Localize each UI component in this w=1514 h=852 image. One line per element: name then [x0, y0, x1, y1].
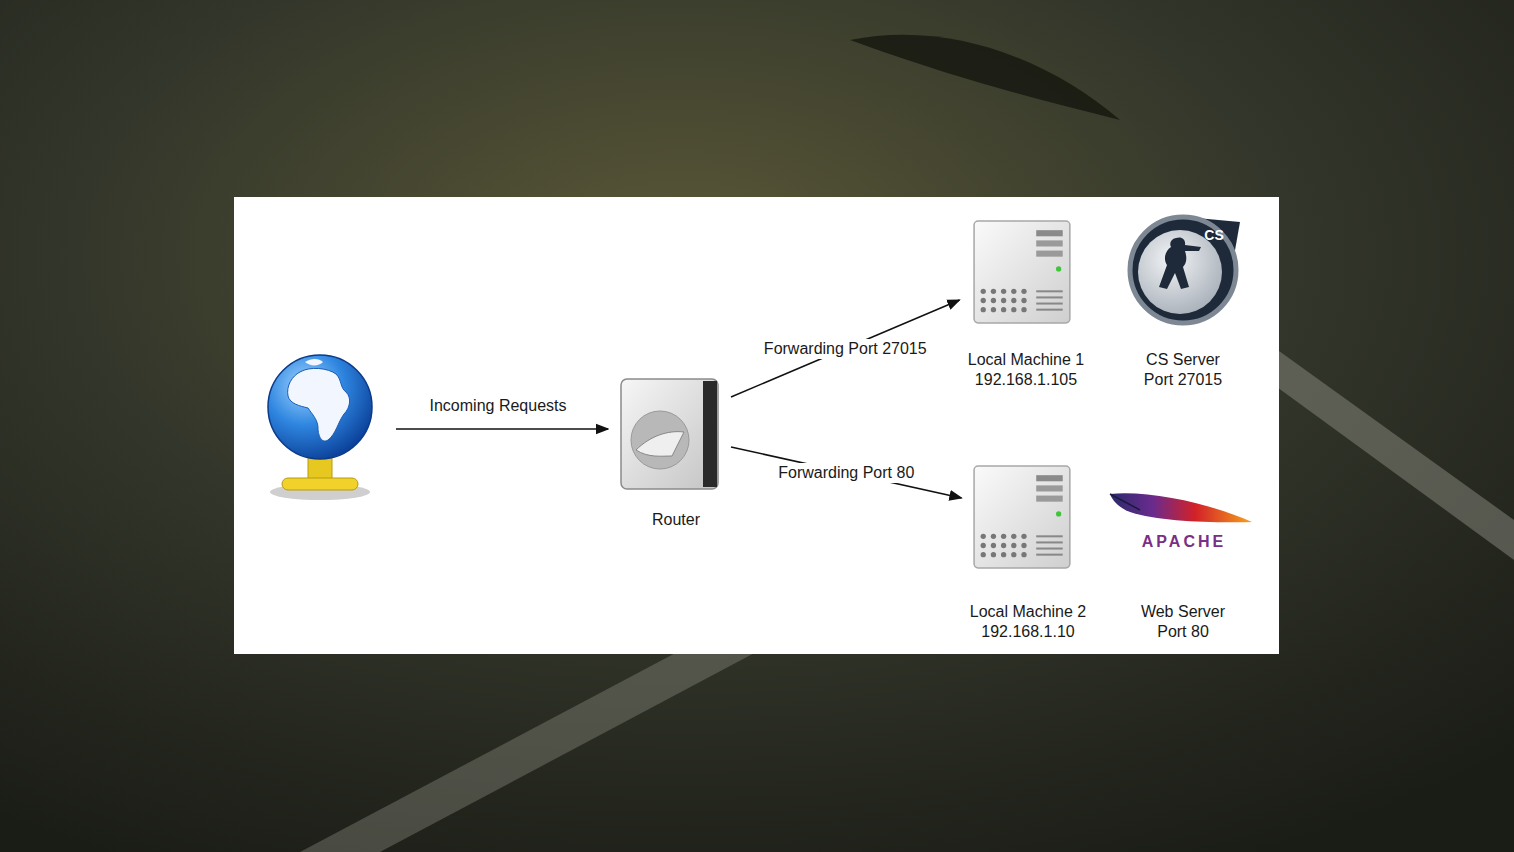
- edge-label: Forwarding Port 27015: [760, 339, 931, 359]
- node-box: Local Machine 2192.168.1.10: [962, 459, 1095, 648]
- node-sublabel: Port 27015: [1123, 370, 1243, 390]
- arrow-label: Incoming Requests: [430, 396, 567, 416]
- globe-icon: [268, 355, 372, 500]
- node-box: Web ServerPort 80: [1123, 459, 1243, 648]
- node-label: Router: [621, 510, 731, 530]
- edge-label: Forwarding Port 80: [774, 463, 918, 483]
- connector-arrow: [731, 300, 960, 397]
- server-icon: [974, 221, 1070, 323]
- node-sublabel: 192.168.1.10: [962, 622, 1095, 642]
- incoming-arrow: [396, 428, 608, 430]
- node-label: Local Machine 2: [962, 602, 1095, 622]
- node-box: Router: [621, 372, 731, 536]
- diagram-panel: [234, 197, 1279, 654]
- router-icon: [621, 379, 718, 489]
- node-label: Local Machine 1: [960, 350, 1093, 370]
- node-sublabel: Port 80: [1123, 622, 1243, 642]
- node-sublabel: 192.168.1.105: [960, 370, 1093, 390]
- logo-text: APACHE: [1142, 532, 1226, 552]
- apache-feather: [1110, 493, 1252, 522]
- connector-arrow: [731, 447, 962, 498]
- logo-text: CS: [1204, 225, 1223, 245]
- node-label: Web Server: [1123, 602, 1243, 622]
- node-box: CS ServerPort 27015: [1123, 214, 1243, 396]
- node-label: CS Server: [1123, 350, 1243, 370]
- node-box: Local Machine 1192.168.1.105: [960, 214, 1093, 396]
- cs-logo: [1130, 217, 1240, 323]
- server-icon: [974, 466, 1070, 568]
